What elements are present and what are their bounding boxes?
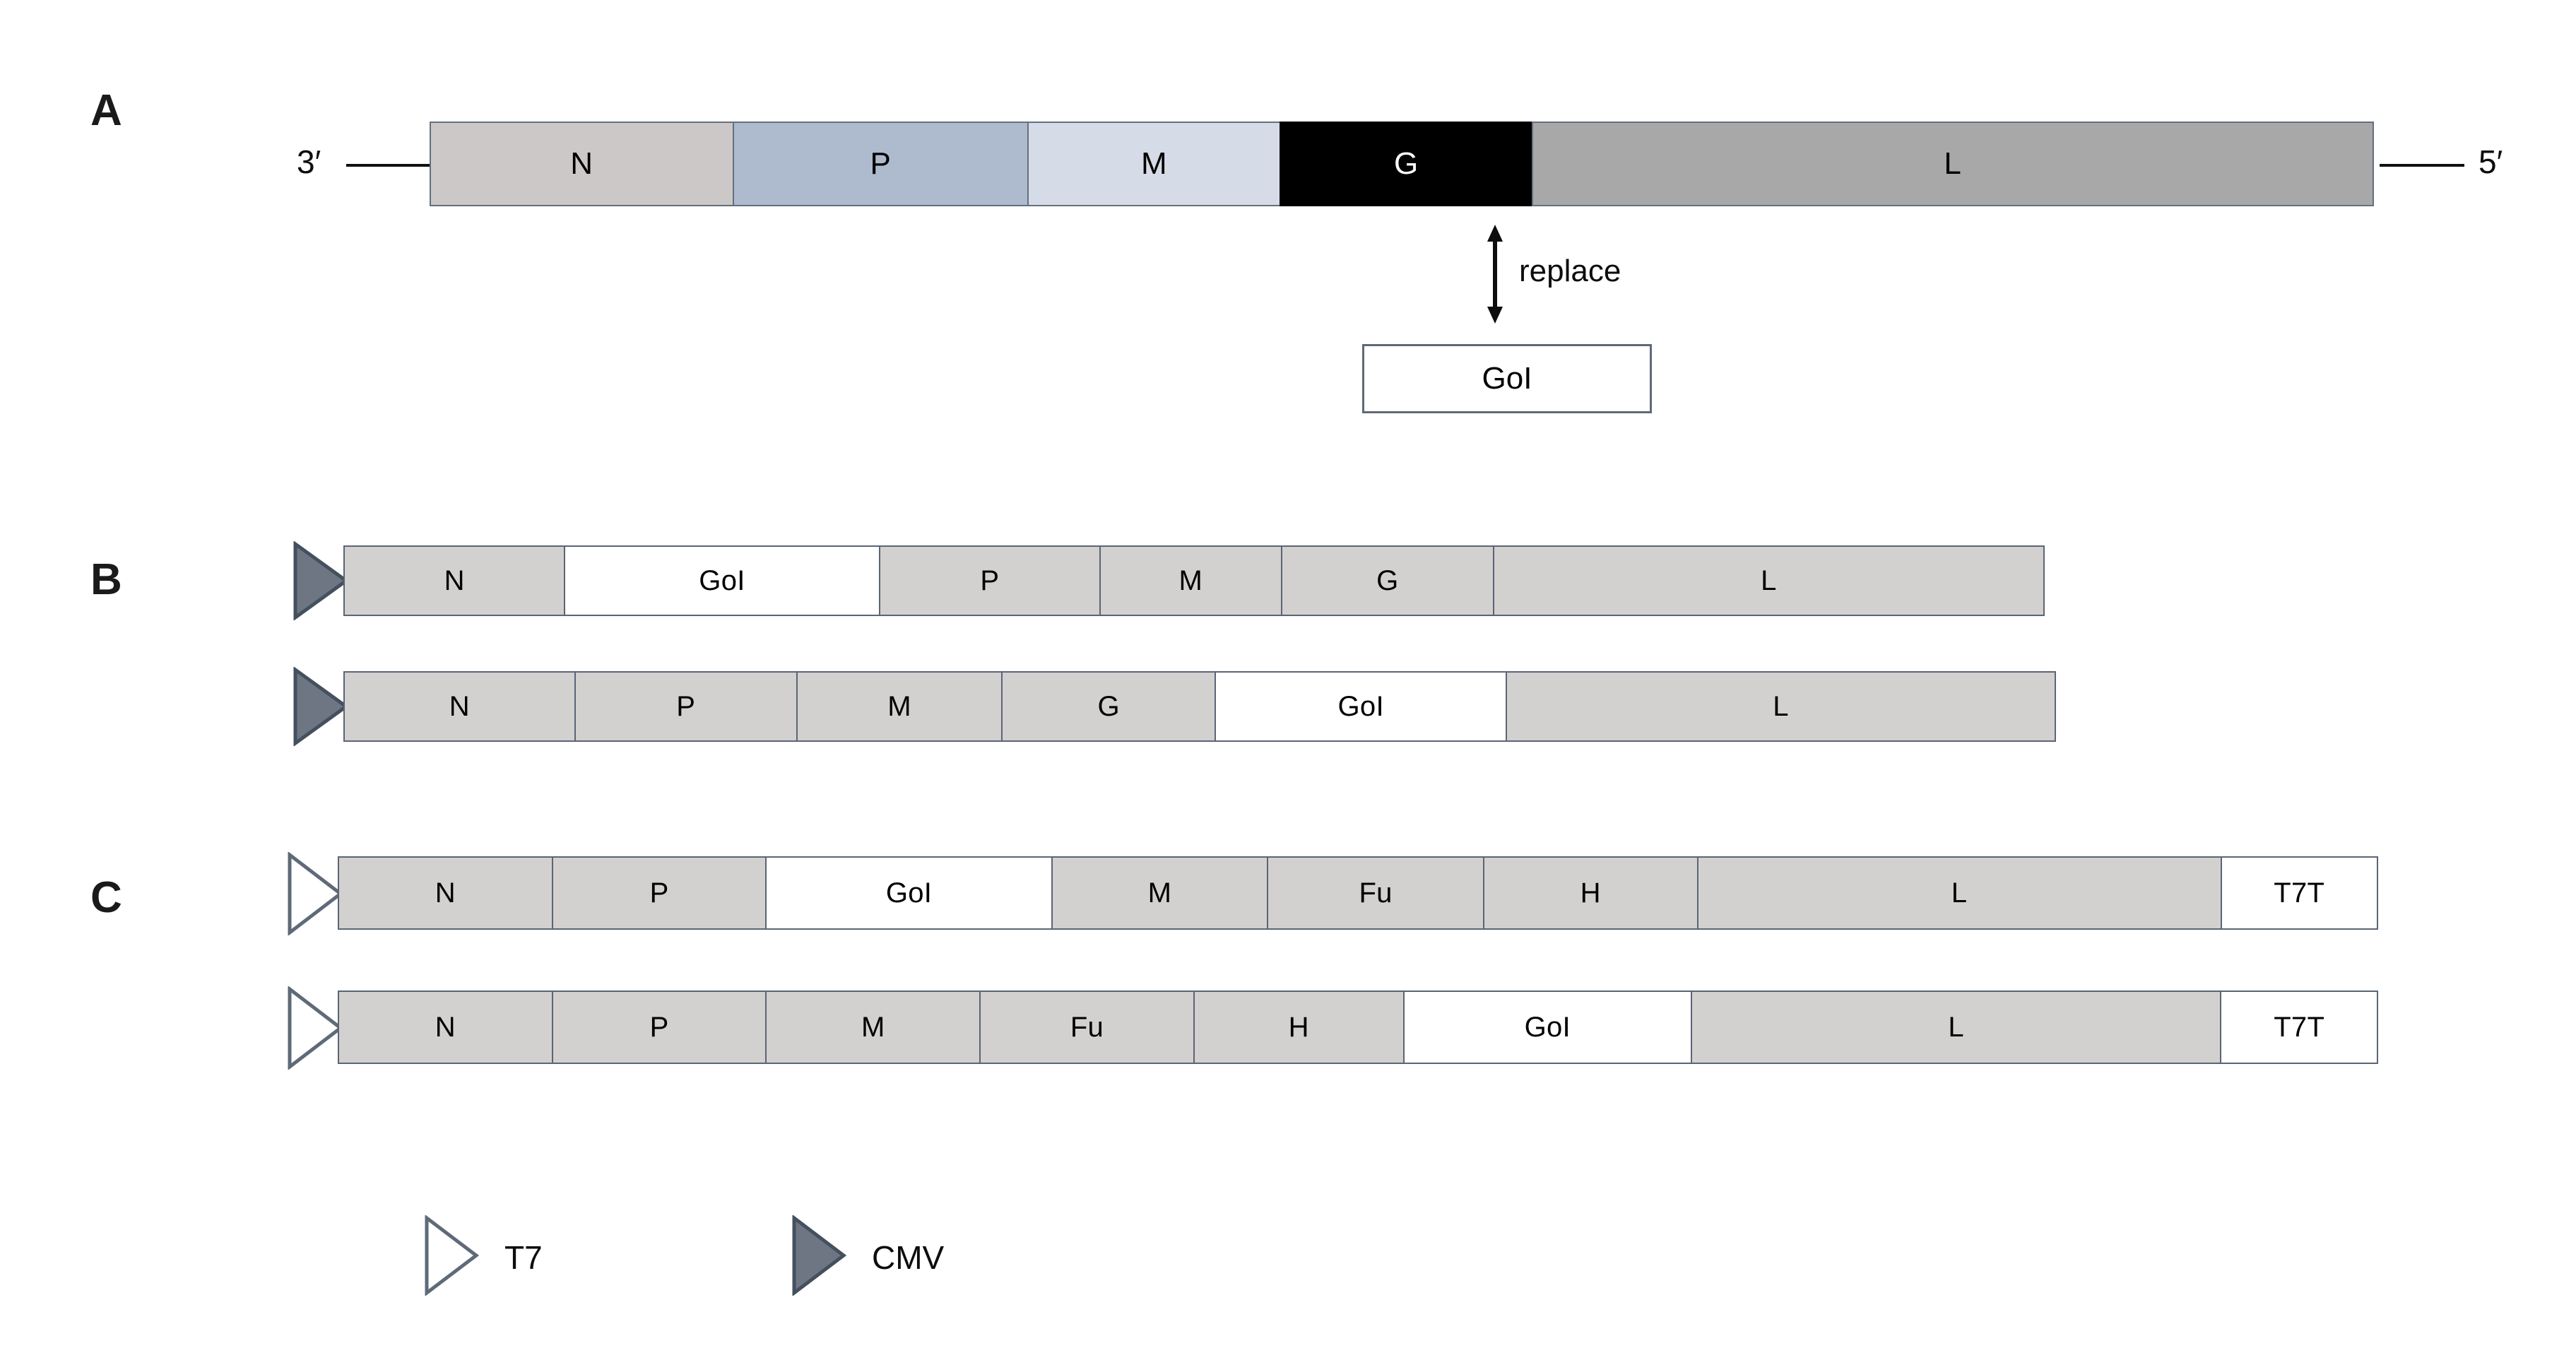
panel-c2-segment-t7t: T7T [2220,991,2378,1064]
panel-b1-segment-p: P [878,545,1101,616]
panel-c2-segment-h: H [1193,991,1405,1064]
panel-b-construct-row-2: N P M G GoI L [343,671,2063,742]
panel-b2-segment-l: L [1506,671,2056,742]
panel-c-construct-row-1: N P GoI M Fu H L T7T [338,856,2388,930]
three-prime-label: 3′ [297,143,321,180]
three-prime-end-line [346,164,430,167]
legend-item-t7: T7 [424,1214,543,1299]
panel-label-a: A [90,86,123,135]
legend-item-cmv: CMV [791,1214,945,1299]
panel-b2-segment-g: G [1001,671,1217,742]
panel-c1-segment-l: L [1696,856,2222,930]
replace-arrow-icon [1481,225,1509,324]
panel-label-c: C [90,873,123,922]
panel-a-segment-m: M [1027,122,1281,206]
panel-b2-segment-n: N [343,671,576,742]
panel-c1-segment-m: M [1051,856,1269,930]
panel-b1-segment-g: G [1280,545,1494,616]
panel-a-segment-n: N [430,122,734,206]
panel-c-construct-row-2: N P M Fu H GoI L T7T [338,991,2388,1064]
panel-a-genome-bar: N P M G L [430,122,2380,206]
goi-insert-box: GoI [1362,344,1652,413]
panel-b1-segment-n: N [343,545,566,616]
panel-b-construct-row-1: N GoI P M G L [343,545,2052,616]
legend-label-cmv: CMV [872,1238,945,1276]
panel-b1-segment-goi: GoI [564,545,880,616]
panel-a-segment-g: G [1279,122,1533,206]
panel-b1-segment-l: L [1492,545,2045,616]
panel-b1-segment-m: M [1099,545,1282,616]
panel-c2-segment-fu: Fu [979,991,1195,1064]
panel-c1-segment-goi: GoI [765,856,1053,930]
five-prime-label: 5′ [2478,143,2503,180]
legend-label-t7: T7 [504,1238,543,1276]
panel-b2-segment-goi: GoI [1215,671,1508,742]
five-prime-end-line [2380,164,2464,167]
t7-promoter-icon [424,1214,480,1299]
panel-c2-segment-goi: GoI [1402,991,1692,1064]
panel-c1-segment-n: N [338,856,553,930]
panel-label-b: B [90,555,123,604]
replace-label: replace [1519,254,1621,288]
panel-c1-segment-fu: Fu [1267,856,1484,930]
panel-a-segment-p: P [732,122,1029,206]
panel-c2-segment-n: N [338,991,553,1064]
panel-c2-segment-m: M [765,991,981,1064]
panel-b2-segment-p: P [574,671,798,742]
panel-c1-segment-t7t: T7T [2220,856,2378,930]
panel-b2-segment-m: M [796,671,1003,742]
panel-c2-segment-p: P [551,991,767,1064]
cmv-promoter-icon [791,1214,847,1299]
panel-c1-segment-p: P [551,856,767,930]
panel-c1-segment-h: H [1482,856,1698,930]
panel-a-segment-l: L [1531,122,2374,206]
panel-c2-segment-l: L [1690,991,2222,1064]
